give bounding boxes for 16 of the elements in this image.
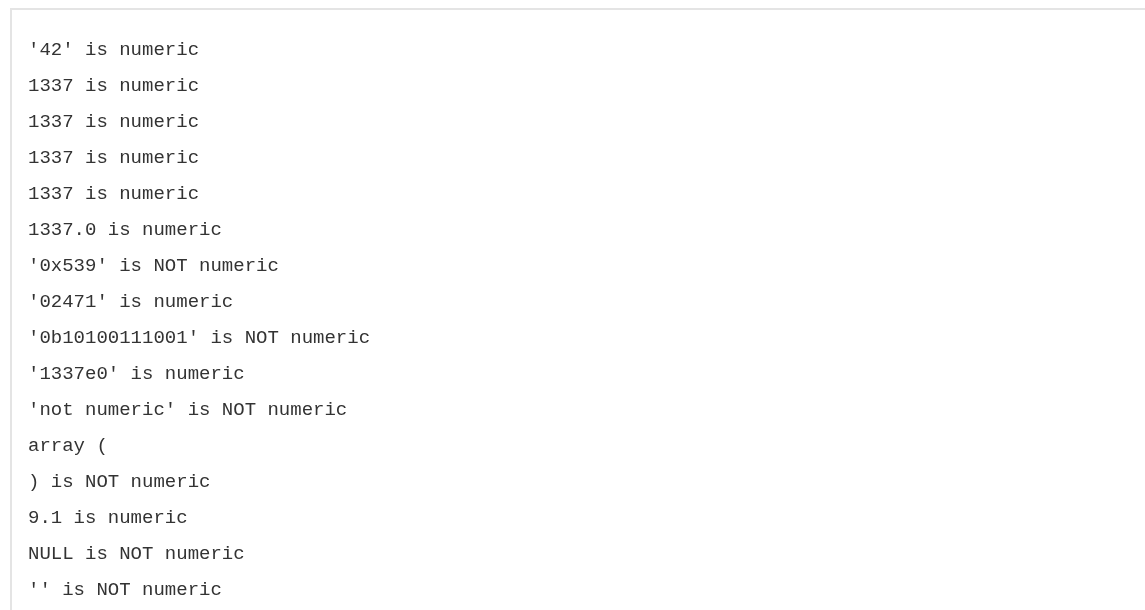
output-line: '0x539' is NOT numeric bbox=[28, 254, 279, 279]
output-line: ) is NOT numeric bbox=[28, 470, 211, 495]
output-line: 9.1 is numeric bbox=[28, 506, 188, 531]
output-line: '0b10100111001' is NOT numeric bbox=[28, 326, 371, 351]
output-line: 1337 is numeric bbox=[28, 182, 200, 207]
output-line: 1337 is numeric bbox=[28, 74, 200, 99]
output-line: '' is NOT numeric bbox=[28, 578, 222, 603]
output-line: '02471' is numeric bbox=[28, 290, 234, 315]
output-line: 1337 is numeric bbox=[28, 146, 200, 171]
output-line: NULL is NOT numeric bbox=[28, 542, 245, 567]
output-line: 'not numeric' is NOT numeric bbox=[28, 398, 348, 423]
output-line: 1337.0 is numeric bbox=[28, 218, 222, 243]
output-line: '1337e0' is numeric bbox=[28, 362, 245, 387]
output-line: array ( bbox=[28, 434, 108, 459]
output-line: '42' is numeric bbox=[28, 38, 200, 63]
output-line: 1337 is numeric bbox=[28, 110, 200, 135]
